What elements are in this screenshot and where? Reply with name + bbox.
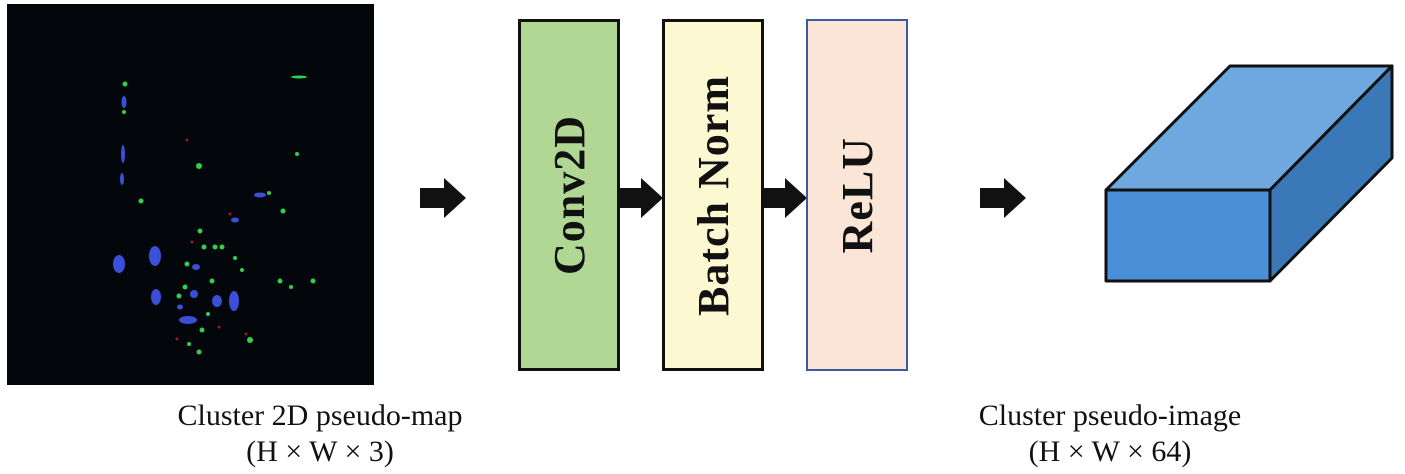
batch-norm-layer: Batch Norm [662,19,764,371]
blue-clusters [113,96,266,324]
output-caption-title: Cluster pseudo-image [978,399,1242,432]
input-caption-dims: (H × W × 3) [246,435,394,468]
input-caption-title: Cluster 2D pseudo-map [177,399,463,432]
batch-norm-label: Batch Norm [688,74,738,316]
conv2d-label: Conv2D [544,114,594,276]
red-clusters [175,138,248,341]
cluster-pseudo-map-image [7,4,374,385]
arrow-to-pseudo-image [980,176,1028,220]
arrow-conv2d-to-batchnorm [617,176,665,220]
pseudo-map-canvas [113,75,316,355]
cuboid-front-face [1104,188,1272,283]
pseudo-image-cuboid [1100,60,1400,290]
input-caption: Cluster 2D pseudo-map (H × W × 3) [120,398,520,470]
relu-layer: ReLU [806,19,908,371]
conv2d-layer: Conv2D [518,19,620,371]
green-clusters [122,75,316,355]
relu-label: ReLU [832,136,882,254]
output-caption-dims: (H × W × 64) [1028,435,1192,468]
arrow-batchnorm-to-relu [761,176,809,220]
output-caption: Cluster pseudo-image (H × W × 64) [910,398,1310,470]
arrow-to-conv2d [420,176,468,220]
